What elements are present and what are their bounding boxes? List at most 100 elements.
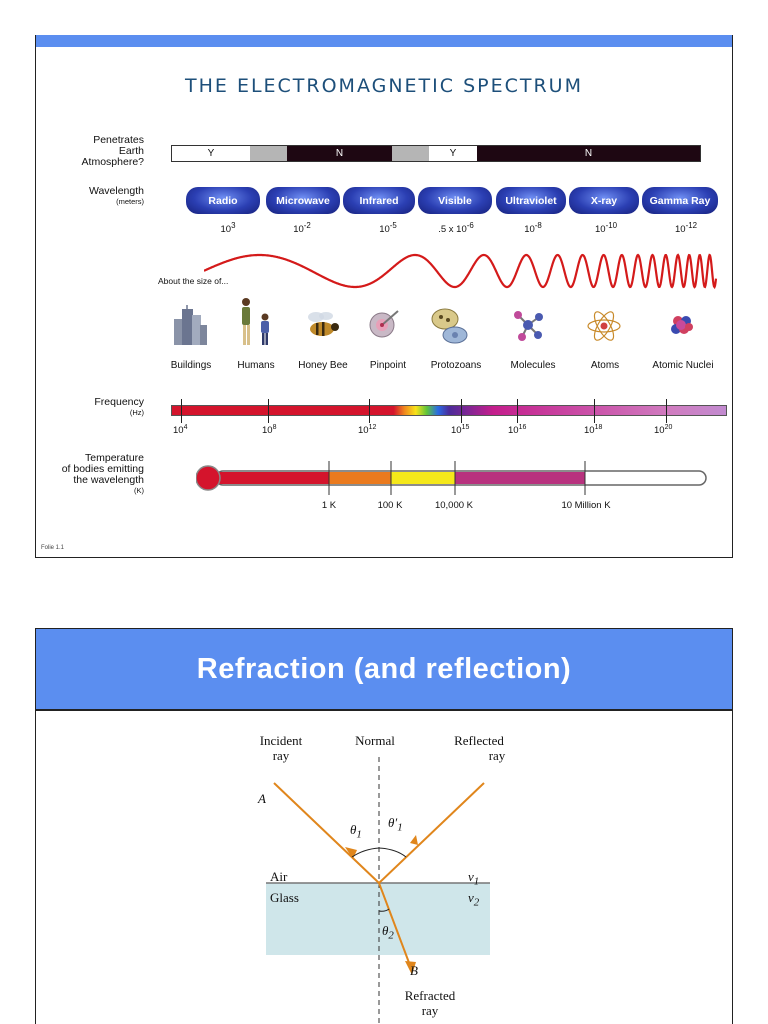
- refracted-label-line: ray: [421, 1003, 439, 1018]
- theta1-arc: [351, 847, 380, 858]
- point-a-label: A: [258, 791, 266, 806]
- frequency-tick: [666, 399, 667, 423]
- frequency-tick-exp: 18: [594, 424, 603, 431]
- atmosphere-segment: Y: [429, 146, 477, 161]
- wavelength-value-exp: -5: [389, 221, 397, 230]
- frequency-tick-label: 1012: [358, 424, 376, 436]
- theta1-prime-subscript: 1: [397, 821, 403, 834]
- size-caption: Honey Bee: [298, 360, 348, 371]
- frequency-tick-exp: 8: [272, 424, 277, 431]
- atmosphere-segment: Y: [172, 146, 250, 161]
- wavelength-value-exp: 3: [231, 221, 236, 230]
- wavelength-value: 10-2: [272, 221, 332, 235]
- frequency-label: Frequency (Hz): [66, 396, 144, 418]
- v2-subscript: 2: [473, 896, 480, 909]
- wavelength-value: 10-5: [358, 221, 418, 235]
- penetrates-label-line: Atmosphere?: [81, 156, 144, 168]
- frequency-tick-base: 10: [654, 425, 665, 437]
- size-caption: Pinpoint: [369, 360, 407, 371]
- band-visible: Visible: [418, 187, 492, 214]
- honey-bee-icon: [308, 312, 339, 336]
- thermometer-fill-magenta: [455, 472, 585, 484]
- frequency-tick-label: 1016: [508, 424, 526, 436]
- wavelength-value-base: 10: [594, 224, 606, 236]
- frequency-tick-label: 108: [262, 424, 276, 436]
- point-b-label: B: [410, 963, 418, 978]
- wavelength-value: 10-8: [503, 221, 563, 235]
- v1-symbol: v: [468, 869, 474, 884]
- size-caption: Protozoans: [430, 360, 482, 371]
- thermometer-bulb: [196, 465, 221, 491]
- humans-icon: [242, 298, 269, 345]
- frequency-tick-exp: 4: [183, 424, 188, 431]
- band-infrared: Infrared: [343, 187, 415, 214]
- penetrates-label: Penetrates Earth Atmosphere?: [66, 135, 144, 168]
- band-gamma-ray: Gamma Ray: [642, 187, 718, 214]
- frequency-tick-base: 10: [358, 425, 369, 437]
- temperature-tick-label: 10,000 K: [434, 500, 474, 511]
- v2-label: v2: [468, 890, 479, 911]
- reflected-label-line: Reflected: [454, 733, 504, 748]
- frequency-tick-base: 10: [262, 425, 273, 437]
- em-spectrum-slide: THE ELECTROMAGNETIC SPECTRUM Penetrates …: [35, 35, 733, 558]
- wavelength-value-base: .5 x 10: [438, 224, 467, 236]
- slide-header: Refraction (and reflection): [36, 629, 732, 711]
- temperature-tick-label: 100 K: [377, 500, 403, 511]
- wave-line: [204, 253, 718, 290]
- frequency-tick-base: 10: [584, 425, 595, 437]
- thermometer: [196, 461, 707, 495]
- slide-footer: Folie 1.1: [41, 545, 65, 551]
- slide-title: Refraction (and reflection): [196, 652, 572, 685]
- incident-label-line: ray: [272, 748, 290, 763]
- reflected-ray: [378, 782, 485, 884]
- temperature-label-line: the wavelength: [73, 474, 144, 486]
- protozoans-icon: [431, 308, 468, 344]
- thermometer-fill-orange: [329, 472, 391, 484]
- wavelength-value: 10-10: [576, 221, 636, 235]
- reflected-label-line: ray: [488, 748, 506, 763]
- size-caption: Molecules: [510, 360, 556, 371]
- atmosphere-segment: N: [477, 146, 700, 161]
- incident-label-line: Incident: [259, 733, 303, 748]
- incident-ray-label: Incident ray: [241, 733, 321, 763]
- wavelength-value-base: 10: [674, 224, 686, 236]
- frequency-tick: [517, 399, 518, 423]
- temperature-label-line: of bodies emitting: [61, 463, 144, 475]
- penetrates-label-line: Penetrates: [93, 134, 144, 146]
- size-caption: Atoms: [590, 360, 620, 371]
- atomic-nuclei-icon: [671, 316, 693, 334]
- frequency-tick-base: 10: [173, 425, 184, 437]
- frequency-unit: (Hz): [129, 408, 144, 417]
- refraction-diagram: [266, 757, 490, 1024]
- slide-title: THE ELECTROMAGNETIC SPECTRUM: [185, 75, 583, 97]
- refracted-label-line: Refracted: [404, 988, 456, 1003]
- wavelength-label: Wavelength (meters): [66, 185, 144, 207]
- frequency-label-text: Frequency: [94, 396, 144, 408]
- refracted-arrow: [405, 961, 416, 975]
- theta1-prime-symbol: θ′: [388, 815, 398, 830]
- temperature-tick-label: 1 K: [321, 500, 337, 511]
- wavelength-value-base: 10: [379, 224, 390, 236]
- refracted-ray-label: Refracted ray: [390, 988, 470, 1018]
- band-microwave: Microwave: [266, 187, 340, 214]
- temperature-label: Temperature of bodies emitting the wavel…: [56, 453, 144, 496]
- glass-block: [266, 883, 490, 955]
- frequency-tick-label: 104: [173, 424, 187, 436]
- wavelength-unit: (meters): [116, 197, 144, 206]
- normal-label: Normal: [355, 733, 395, 748]
- frequency-tick-exp: 12: [368, 424, 377, 431]
- wavelength-value: .5 x 10-6: [426, 221, 486, 235]
- frequency-tick-exp: 15: [461, 424, 470, 431]
- wavelength-value-base: 10: [524, 224, 535, 236]
- incident-ray: [273, 782, 380, 884]
- theta1-prime-arc: [378, 847, 407, 858]
- band-ultraviolet: Ultraviolet: [496, 187, 566, 214]
- frequency-tick-label: 1015: [451, 424, 469, 436]
- atmosphere-bar: Y N Y N: [171, 145, 701, 162]
- wavelength-label-text: Wavelength: [88, 185, 144, 197]
- theta2-symbol: θ: [382, 923, 389, 938]
- size-caption: Atomic Nuclei: [652, 360, 714, 371]
- theta2-arc: [378, 908, 390, 912]
- frequency-bar: [171, 405, 727, 416]
- frequency-tick-exp: 16: [518, 424, 527, 431]
